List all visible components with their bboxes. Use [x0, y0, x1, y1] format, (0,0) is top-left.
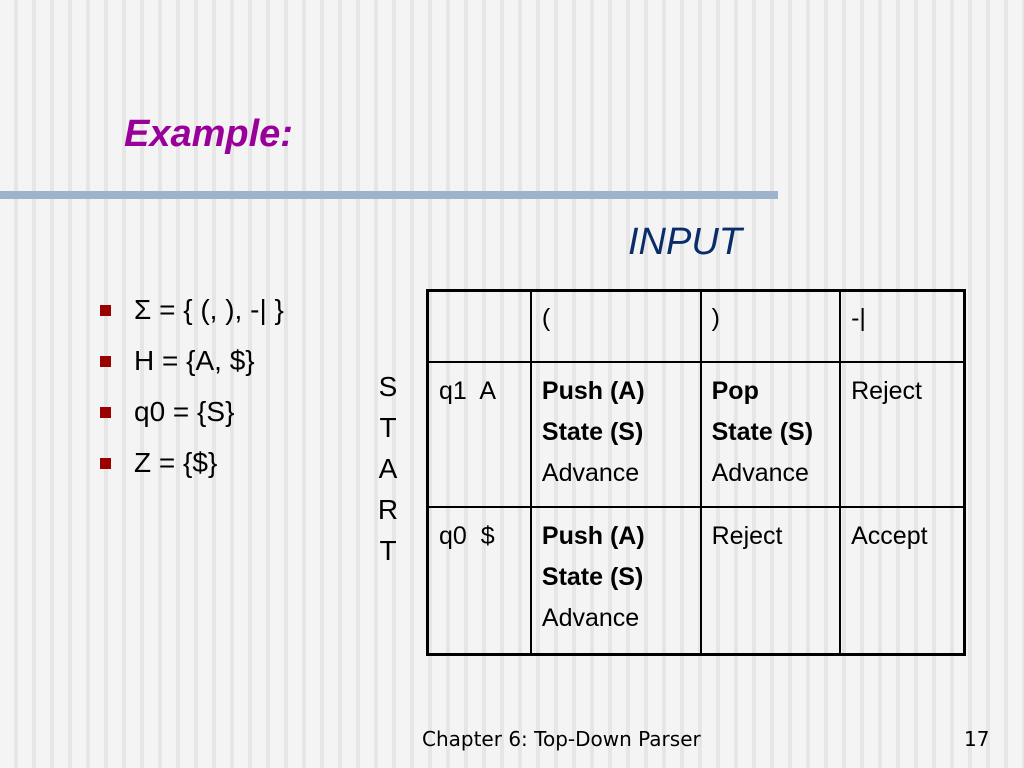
action-line: Advance	[541, 604, 640, 632]
start-letter: T	[379, 412, 397, 443]
header-cell-endmarker: -|	[839, 289, 966, 363]
bullet-item-q0: q0 = {S}	[96, 394, 284, 445]
definition-list: Σ = { (, ), -| } H = {A, $} q0 = {S} Z =…	[96, 292, 284, 496]
parse-table: ( ) -| q1 A Push (A) State (S) Advance P…	[426, 289, 966, 656]
bullet-text: Z = {$}	[134, 447, 218, 478]
bullet-text: Σ = { (, ), -| }	[134, 294, 284, 325]
action-line: State (S)	[541, 563, 644, 591]
square-bullet-icon	[100, 407, 111, 418]
slide-title: Example:	[124, 113, 293, 155]
action-cell: Reject	[699, 506, 842, 656]
row-label: q1 A	[426, 361, 532, 508]
header-cell-open-paren: (	[529, 289, 702, 363]
title-divider	[0, 191, 778, 199]
bullet-item-z: Z = {$}	[96, 445, 284, 496]
row-label: q0 $	[426, 506, 532, 656]
action-line: State (S)	[541, 418, 644, 446]
action-cell: Push (A) State (S) Advance	[529, 361, 702, 508]
slide-footer: Chapter 6: Top-Down Parser	[422, 727, 701, 751]
action-line: State (S)	[711, 418, 814, 446]
header-cell-empty	[426, 289, 532, 363]
table-header-row: ( ) -|	[426, 289, 966, 363]
start-letter: S	[378, 371, 398, 402]
start-letter: T	[379, 535, 397, 566]
action-cell: Pop State (S) Advance	[699, 361, 842, 508]
square-bullet-icon	[100, 305, 111, 316]
action-line: Reject	[711, 522, 783, 550]
action-line: Advance	[711, 459, 809, 487]
action-line: Push (A)	[541, 377, 645, 405]
table-row-q0: q0 $ Push (A) State (S) Advance Reject A…	[426, 506, 966, 656]
bullet-item-sigma: Σ = { (, ), -| }	[96, 292, 284, 343]
action-line: Push (A)	[541, 522, 645, 550]
action-line: Reject	[851, 377, 922, 405]
bullet-text: H = {A, $}	[134, 345, 255, 376]
start-letter: R	[377, 494, 399, 525]
table-row-q1: q1 A Push (A) State (S) Advance Pop Stat…	[426, 361, 966, 508]
square-bullet-icon	[100, 356, 111, 367]
square-bullet-icon	[100, 458, 111, 469]
bullet-text: q0 = {S}	[134, 396, 235, 427]
action-line: Accept	[851, 522, 928, 550]
bullet-item-h: H = {A, $}	[96, 343, 284, 394]
action-cell: Reject	[839, 361, 966, 508]
action-line: Advance	[541, 459, 640, 487]
input-axis-label: INPUT	[628, 221, 742, 263]
action-cell: Accept	[839, 506, 966, 656]
start-letter: A	[378, 453, 398, 484]
action-cell: Push (A) State (S) Advance	[529, 506, 702, 656]
header-cell-close-paren: )	[699, 289, 842, 363]
page-number: 17	[964, 727, 990, 751]
start-axis-label: S T A R T	[372, 366, 404, 571]
action-line: Pop	[711, 377, 759, 405]
